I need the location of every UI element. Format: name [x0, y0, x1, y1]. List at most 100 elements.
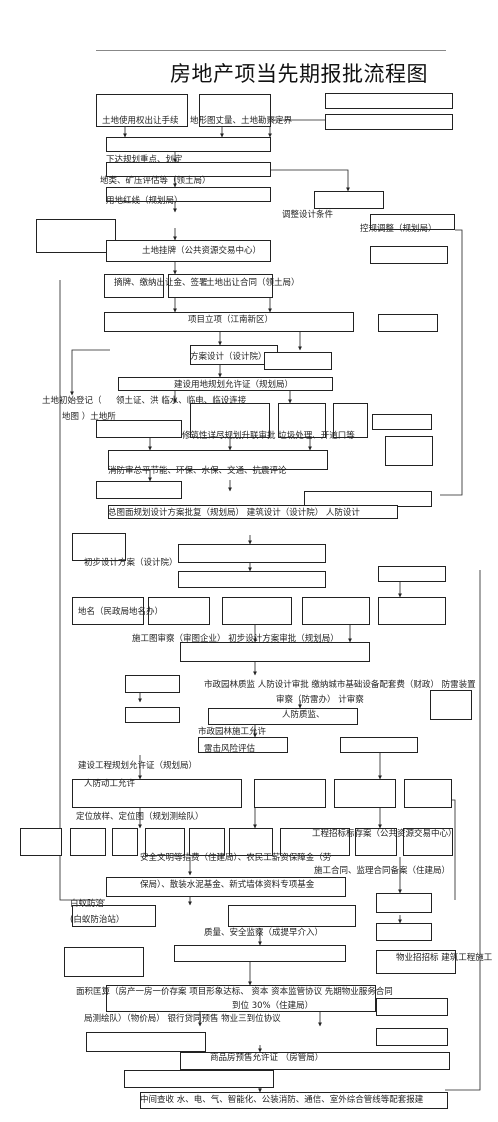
box-right-small-5: [376, 923, 432, 941]
box-place-name-2: [148, 597, 210, 625]
box-left-tall: [36, 219, 116, 253]
top-rule: [96, 50, 446, 51]
box-construction-permit-3: [334, 779, 396, 808]
box-contract-filing: [376, 893, 432, 913]
label-property-bid: 物业招招标 建筑工程施工: [396, 953, 493, 963]
label-capital-30: 到位 30%（住建局）: [232, 1001, 314, 1011]
box-place-name: [72, 597, 144, 625]
box-presale-permit: [180, 1052, 450, 1070]
box-prelim-left: [72, 533, 126, 561]
box-general-plan: [108, 505, 398, 519]
box-quality-supervision: [174, 945, 346, 962]
box-stakeout-4: [189, 828, 225, 856]
label-contract-filing: 施工合同、监理合同备案（住建局）: [314, 866, 451, 876]
box-right-small-3: [264, 352, 332, 370]
label-scheme-design: 方案设计（设计院）: [190, 352, 267, 362]
box-fire-review: [108, 450, 328, 470]
box-prelim-right: [178, 571, 326, 588]
label-labor-cement: 保局）、散装水泥基金、新式墙体资料专项基金: [140, 880, 315, 890]
label-contract: 土地出让合同（领土局）: [206, 278, 300, 288]
box-land-assessment: [106, 162, 271, 177]
box-detail-plan-2: [278, 403, 326, 438]
box-right-small-4: [378, 566, 446, 582]
label-lightning-review: 审察（防雷办） 计审察: [276, 695, 364, 705]
box-general-plan-left: [96, 481, 182, 499]
box-survey: [199, 94, 271, 127]
label-regulatory-adjust: 控规调整（规划局）: [360, 224, 437, 234]
label-utility-connection: 领土证、洪 临水、临电、临设连接: [116, 396, 247, 406]
label-general-plan: 总图面规划设计方案批复（规划局） 建筑设计（设计院） 人防设计: [108, 508, 360, 518]
box-construction-permit-2: [254, 779, 326, 808]
box-land-use-permit: [118, 377, 333, 391]
box-termite: [72, 905, 156, 927]
label-lightning-risk: 雷击风险评估: [204, 744, 256, 754]
label-prelim-design: 初步设计方案（设计院）: [84, 558, 178, 568]
box-construction-permit-4: [404, 779, 452, 808]
label-stakeout: 定位放样、定位图（规划测绘队）: [76, 812, 204, 822]
page-title: 房地产项当先期报批流程图: [170, 62, 428, 86]
box-initial-registration: [96, 420, 182, 438]
box-contract: [168, 274, 273, 298]
label-presale-permit: 商品房预售允许证 （房管局）: [210, 1053, 324, 1063]
label-land-owner: 地图 ）土地所: [62, 412, 116, 422]
box-adjust-design: [314, 191, 384, 209]
label-municipal: 市政园林质监 人防设计审批 缴纳城市基础设备配套费（财政） 防雷装置: [204, 680, 476, 690]
box-fees: [106, 877, 346, 897]
label-fire-review: 消防审总平节能、环保、水保、交通、抗震评论: [108, 466, 287, 476]
box-civil-defence: [208, 708, 358, 725]
box-stakeout-1: [70, 828, 106, 856]
box-land-transfer: [96, 94, 188, 127]
label-quality-supervision: 质量、安全监察（成提早介入）: [204, 928, 324, 938]
box-land-listing: [106, 240, 271, 262]
box-municipal-left: [125, 675, 180, 693]
box-stakeout-3: [145, 828, 185, 856]
label-redline: 用地红线（规划局）: [106, 196, 183, 206]
box-regulatory-adjust: [370, 214, 455, 230]
box-detail-plan-3: [333, 403, 368, 438]
box-interim-acceptance: [140, 1092, 448, 1109]
label-drawing-review: 施工图审察（审图企业） 初步设计方案审批（规划局）: [132, 634, 339, 644]
box-left-mid: [125, 707, 180, 723]
box-left-large: [64, 947, 144, 977]
box-right-small-7: [376, 1028, 448, 1046]
label-land-use-permit: 建设用地规划允许证（规划局）: [174, 380, 294, 390]
box-municipal-right-tall: [430, 690, 472, 720]
box-area-estimate: [106, 985, 376, 1012]
label-project-approval: 项目立项（江南新区）: [188, 315, 274, 325]
label-adjust-design: 调整设计条件: [282, 210, 334, 220]
box-stakeout-8: [403, 828, 453, 856]
label-initial-registration: 土地初始登记（: [42, 396, 102, 406]
label-land-transfer: 土地使用权出让手续: [102, 116, 179, 126]
box-drawing-review: [180, 642, 370, 662]
box-place-name-5: [378, 597, 446, 625]
label-civil-defence-permit: 人防动工允许: [84, 779, 136, 789]
box-left-bottom: [20, 828, 62, 856]
label-construction-permit: 建设工程规划允许证（规划局）: [78, 761, 198, 771]
box-planning-key: [106, 137, 271, 152]
label-safety-fees: 安全文明等措费（住建局）、农民工薪资保障金（劳: [140, 853, 332, 863]
box-top-right-2: [325, 114, 453, 130]
box-stakeout-6: [280, 828, 350, 856]
box-right-small-2: [378, 314, 438, 332]
box-project-approval: [104, 312, 354, 332]
box-stakeout-5: [229, 828, 273, 856]
label-survey: 地形图丈量、土地勘察定界: [190, 116, 293, 126]
box-redline: [106, 187, 271, 202]
label-interim-acceptance: 中间查收 水、电、气、智能化、公装消防、通信、室外综合管线等配套报建: [140, 1095, 424, 1105]
label-bank-presale: 局测绘队）（物价局） 银行贷同预售 物业三到位协议: [84, 1014, 281, 1024]
box-property-bid: [376, 950, 456, 974]
label-termite: 白蚁防治: [70, 899, 105, 909]
box-bank-loan: [86, 1032, 206, 1052]
label-municipal-construction: 市政园林施工允许: [198, 727, 267, 737]
box-lightning-risk: [198, 737, 288, 753]
box-delist: [104, 274, 164, 298]
box-top-right-1: [325, 93, 453, 109]
box-bottom-left: [124, 1070, 274, 1088]
label-detail-plan: 修筑性详尽规划升联审批 垃圾处理、开道口等: [182, 431, 355, 441]
box-prelim-main: [178, 544, 326, 563]
box-detail-plan-1: [190, 403, 270, 438]
label-planning-key: 下达规划重点、划定: [106, 155, 183, 165]
box-right-small-1: [370, 246, 448, 264]
box-construction-permit-1: [72, 779, 242, 808]
